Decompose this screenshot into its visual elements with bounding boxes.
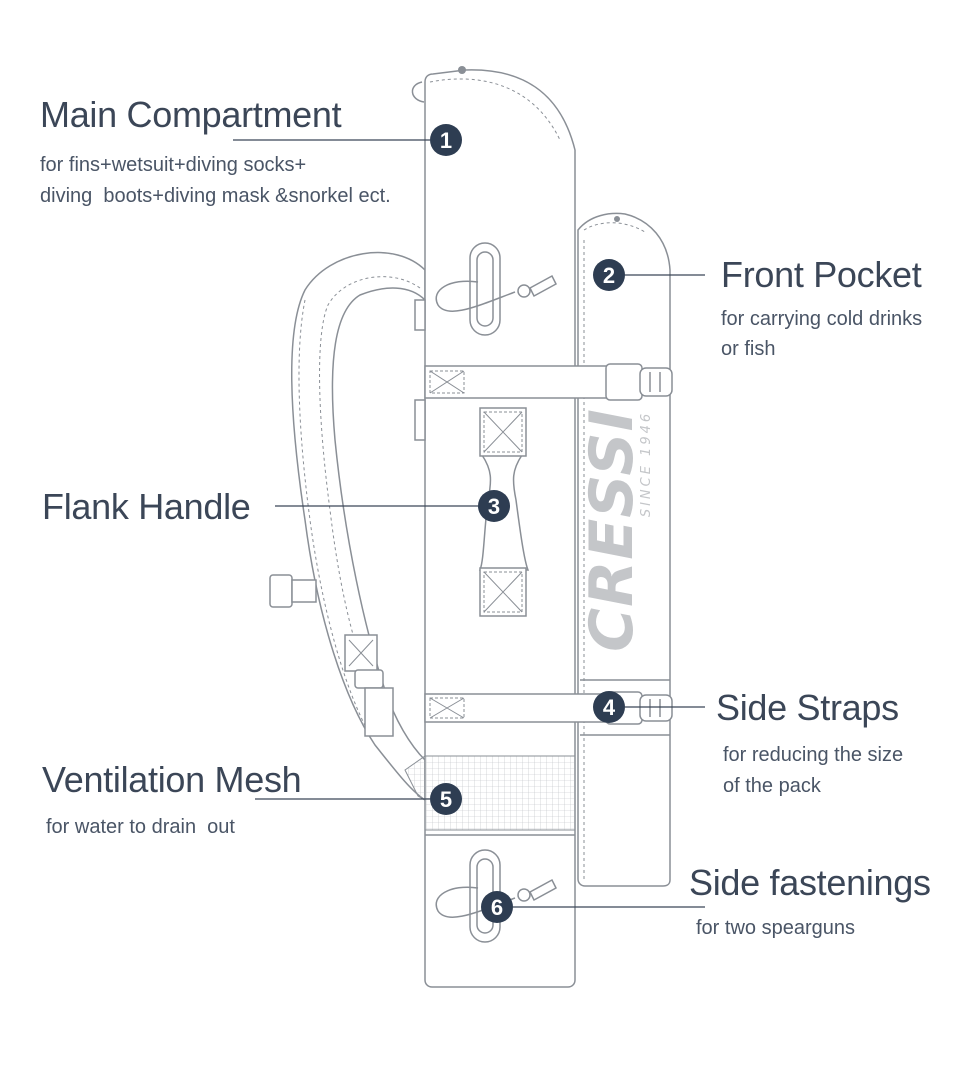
lower-side-strap [424,691,673,725]
leader-lines [233,139,705,908]
callout-2-description-line-1: for carrying cold drinks [721,308,923,330]
number-badge-3: 3 [478,490,510,522]
cressi-logo: CRESSI SINCE 1946 [577,408,654,652]
callout-1-title: Main Compartment [40,94,342,135]
cressi-since-text: SINCE 1946 [639,411,654,517]
number-badge-6: 6 [481,891,513,923]
callout-2-title: Front Pocket [721,254,922,295]
callout-4-title: Side Straps [716,687,899,728]
number-badge-6-text: 6 [491,895,503,920]
number-badge-5: 5 [430,783,462,815]
callout-3-title: Flank Handle [42,486,251,527]
upper-side-strap [424,363,673,401]
number-badge-1: 1 [430,124,462,156]
cressi-logo-text: CRESSI [577,408,647,652]
callout-5-title: Ventilation Mesh [42,759,302,800]
callout-2-description-line-2: or fish [721,338,776,360]
callout-6-title: Side fastenings [689,862,931,903]
number-badge-2: 2 [593,259,625,291]
number-badge-5-text: 5 [440,787,452,812]
ventilation-mesh [404,755,576,831]
callout-6-description-line-1: for two spearguns [696,917,855,939]
callout-5-description-line-1: for water to drain out [46,816,235,838]
upper-fastening-loop [435,242,557,336]
callout-4-description-line-2: of the pack [723,775,821,797]
callout-1-description-line-2: diving boots+diving mask &snorkel ect. [40,185,391,207]
number-badge-3-text: 3 [488,494,500,519]
number-badge-4-text: 4 [603,695,616,720]
shoulder-strap [269,251,426,802]
number-badge-1-text: 1 [440,128,452,153]
number-badge-4: 4 [593,691,625,723]
callout-4-description-line-1: for reducing the size [723,744,904,766]
flank-handle [478,407,530,617]
callout-1-description-line-1: for fins+wetsuit+diving socks+ [40,154,307,176]
number-badge-2-text: 2 [603,263,615,288]
